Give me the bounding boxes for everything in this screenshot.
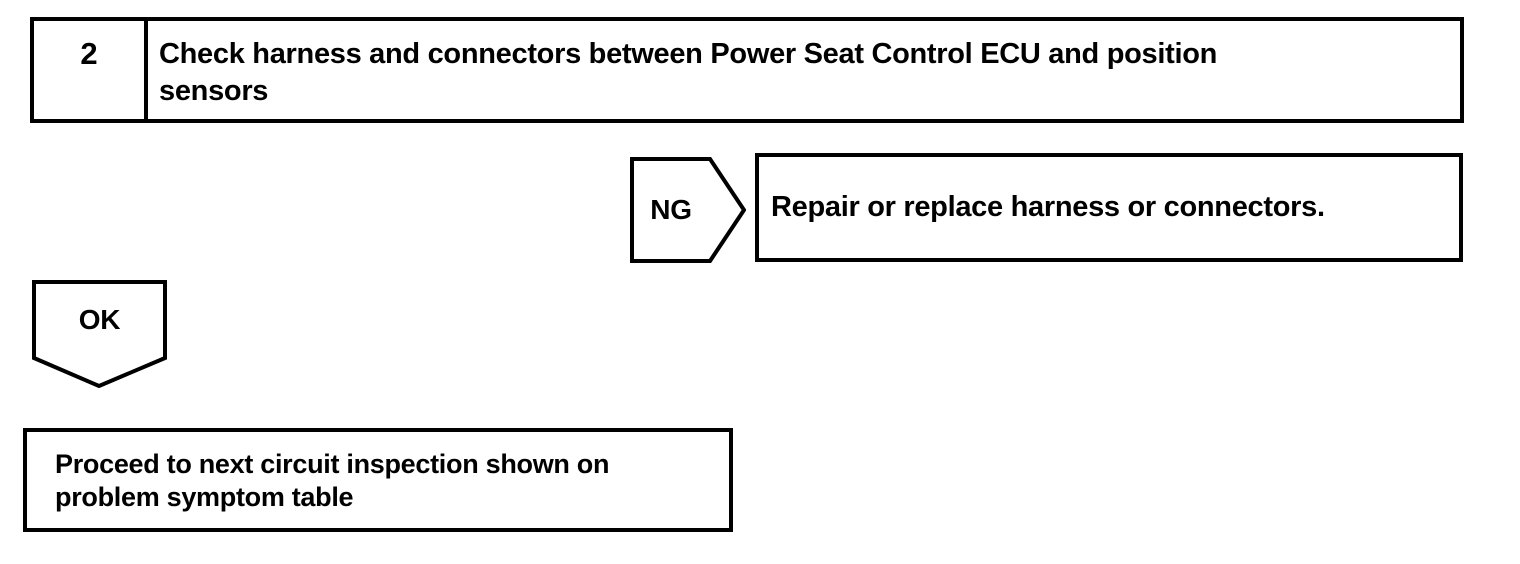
ok-label: OK (78, 304, 121, 335)
ng-label: NG (650, 194, 692, 225)
ng-action-box: Repair or replace harness or connectors. (755, 153, 1463, 262)
ok-action-line-2: problem symptom table (55, 482, 354, 512)
ok-action-line-1: Proceed to next circuit inspection shown… (55, 449, 610, 479)
step-instruction: Check harness and connectors between Pow… (148, 21, 1460, 119)
ok-connector-arrow: OK (32, 280, 167, 388)
step-instruction-line-2: sensors (159, 75, 269, 107)
ng-action-text: Repair or replace harness or connectors. (771, 191, 1325, 223)
step-instruction-line-1: Check harness and connectors between Pow… (159, 38, 1218, 70)
ng-connector-arrow: NG (630, 157, 746, 263)
right-arrow-pentagon-icon (630, 157, 746, 263)
step-number: 2 (34, 21, 148, 119)
step-box: 2 Check harness and connectors between P… (30, 17, 1464, 123)
down-arrow-pentagon-icon (32, 280, 167, 388)
ok-action-box: Proceed to next circuit inspection shown… (23, 428, 733, 532)
